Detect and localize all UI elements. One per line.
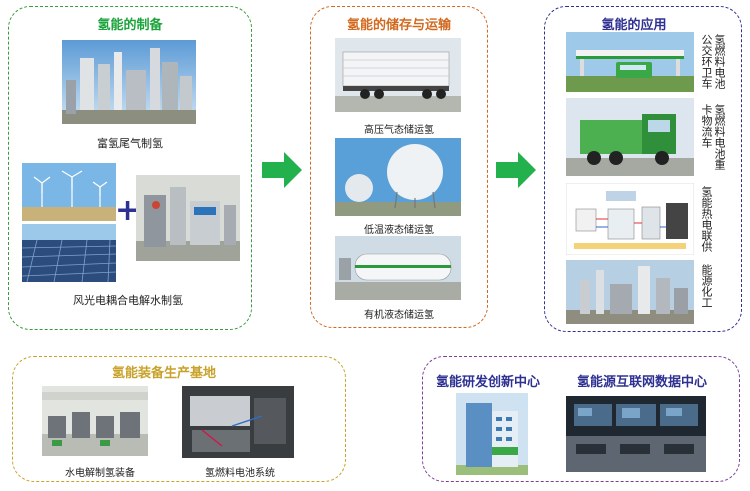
flow-arrow-icon [262,152,302,188]
chp-diagram-photo [566,183,694,255]
refinery-photo [62,40,196,124]
rnd-title-0: 氢能研发创新中心 [435,375,541,390]
storage-caption-1: 低温液态储运氢 [364,225,434,236]
electrolyzer-photo [136,175,240,261]
plus-sign: + [115,193,141,228]
equipment-caption-1: 氢燃料电池系统 [205,468,275,479]
equipment-title: 氢能装备生产基地 [111,366,217,381]
rnd-box [422,356,740,482]
wind-turbines-photo [22,163,116,221]
production-box [8,6,252,330]
solar-panels-photo [22,224,116,282]
electrolysis-caption: 风光电耦合电解水制氢 [73,294,183,307]
application-caption-0: 氢燃料电池公交环卫车 [700,34,726,89]
equipment-caption-0: 水电解制氢装备 [65,468,135,479]
heavy-truck-photo [566,98,694,176]
chemical-plant-photo [566,260,694,324]
tube-trailer-photo [335,38,461,112]
data-center-photo [566,396,706,472]
spherical-tank-photo [335,138,461,216]
rnd-building-photo [456,393,528,475]
bus-station-photo [566,32,694,92]
equipment-box [12,356,346,482]
rnd-title-1: 氢能源互联网数据中心 [576,375,708,390]
electrolysis-equipment-photo [42,386,148,456]
production-title: 氢能的制备 [97,18,163,33]
flow-arrow-icon [496,152,536,188]
tail-gas-caption: 富氢尾气制氢 [97,137,163,150]
storage-title: 氢能的储存与运输 [346,18,452,33]
application-title: 氢能的应用 [601,18,667,33]
application-caption-3: 能源化工 [700,264,713,308]
application-caption-2: 氢能热电联供 [700,186,713,252]
horizontal-tank-photo [335,236,461,300]
storage-caption-0: 高压气态储运氢 [364,125,434,136]
application-box [544,6,742,332]
storage-box [310,6,488,328]
application-caption-1: 氢燃料电池重卡物流车 [700,104,726,170]
fuel-cell-system-photo [182,386,294,458]
storage-caption-2: 有机液态储运氢 [364,310,434,321]
